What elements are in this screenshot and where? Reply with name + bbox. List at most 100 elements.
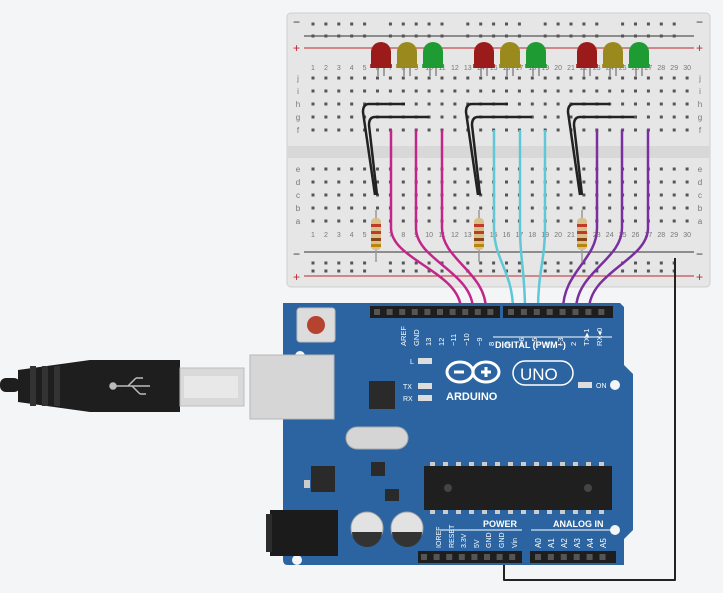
breadboard-hole[interactable] [608,89,612,93]
breadboard-hole[interactable] [659,89,663,93]
rail-hole[interactable] [556,34,560,38]
breadboard-hole[interactable] [427,219,431,223]
rail-hole[interactable] [337,269,341,273]
rail-hole[interactable] [337,34,341,38]
breadboard-hole[interactable] [582,89,586,93]
rail-hole[interactable] [621,269,625,273]
rail-hole[interactable] [634,261,637,265]
rail-hole[interactable] [672,22,676,26]
breadboard-hole[interactable] [453,167,457,171]
rail-hole[interactable] [311,22,315,26]
rail-hole[interactable] [492,34,496,38]
rail-hole[interactable] [311,269,315,273]
breadboard-hole[interactable] [324,89,328,93]
breadboard-hole[interactable] [427,167,431,171]
breadboard-hole[interactable] [672,128,676,132]
jumper-wire[interactable] [587,130,650,311]
rail-hole[interactable] [427,22,431,26]
breadboard-hole[interactable] [311,102,315,106]
breadboard-hole[interactable] [556,89,560,93]
breadboard-hole[interactable] [427,193,431,197]
breadboard-hole[interactable] [427,180,431,184]
breadboard-hole[interactable] [505,180,508,184]
rail-hole[interactable] [646,34,650,38]
rail-hole[interactable] [556,22,560,26]
breadboard-hole[interactable] [685,128,689,132]
breadboard-hole[interactable] [672,219,676,223]
rail-hole[interactable] [505,34,508,38]
breadboard-hole[interactable] [466,219,470,223]
rail-hole[interactable] [569,34,573,38]
breadboard-hole[interactable] [505,206,508,210]
breadboard-hole[interactable] [453,89,457,93]
rail-hole[interactable] [659,34,663,38]
breadboard-hole[interactable] [427,115,431,119]
rail-hole[interactable] [582,22,586,26]
breadboard-hole[interactable] [401,206,405,210]
breadboard-hole[interactable] [659,219,663,223]
breadboard-hole[interactable] [556,115,560,119]
breadboard-hole[interactable] [324,167,328,171]
breadboard-hole[interactable] [401,128,405,132]
rail-hole[interactable] [363,261,367,265]
breadboard-hole[interactable] [324,206,328,210]
jumper-wire[interactable] [389,130,463,311]
breadboard-hole[interactable] [311,167,315,171]
breadboard-hole[interactable] [634,180,637,184]
breadboard-hole[interactable] [685,219,689,223]
rail-hole[interactable] [492,261,496,265]
breadboard-hole[interactable] [311,193,315,197]
rail-hole[interactable] [517,22,521,26]
rail-hole[interactable] [401,261,405,265]
breadboard-hole[interactable] [608,193,612,197]
rail-hole[interactable] [427,261,431,265]
breadboard-hole[interactable] [376,128,379,132]
rail-hole[interactable] [337,261,341,265]
breadboard-hole[interactable] [453,115,457,119]
breadboard-hole[interactable] [530,219,534,223]
breadboard-hole[interactable] [685,206,689,210]
breadboard-hole[interactable] [401,167,405,171]
breadboard-hole[interactable] [595,76,599,80]
breadboard-hole[interactable] [685,167,689,171]
rail-hole[interactable] [543,34,547,38]
breadboard-hole[interactable] [414,89,418,93]
breadboard-hole[interactable] [401,219,405,223]
breadboard-hole[interactable] [634,76,637,80]
breadboard-hole[interactable] [453,193,457,197]
breadboard-hole[interactable] [595,89,599,93]
led-yellow[interactable] [603,42,623,68]
breadboard-hole[interactable] [569,76,573,80]
breadboard-hole[interactable] [530,167,534,171]
breadboard-hole[interactable] [324,115,328,119]
breadboard-hole[interactable] [388,76,392,80]
rail-hole[interactable] [479,34,483,38]
rail-hole[interactable] [556,269,560,273]
breadboard-hole[interactable] [492,89,496,93]
breadboard-hole[interactable] [505,89,508,93]
breadboard-hole[interactable] [582,128,586,132]
breadboard-hole[interactable] [505,76,508,80]
breadboard-hole[interactable] [569,89,573,93]
breadboard-hole[interactable] [376,89,379,93]
breadboard-hole[interactable] [440,102,444,106]
breadboard-hole[interactable] [324,102,328,106]
breadboard-hole[interactable] [530,76,534,80]
breadboard-hole[interactable] [363,76,367,80]
breadboard-hole[interactable] [479,76,483,80]
breadboard-hole[interactable] [556,167,560,171]
breadboard-hole[interactable] [621,76,625,80]
breadboard-hole[interactable] [672,89,676,93]
breadboard-hole[interactable] [376,167,379,171]
rail-hole[interactable] [350,261,354,265]
rail-hole[interactable] [466,261,470,265]
breadboard-hole[interactable] [543,102,547,106]
breadboard-hole[interactable] [672,76,676,80]
breadboard-hole[interactable] [337,128,341,132]
rail-hole[interactable] [440,34,444,38]
led-green[interactable] [423,42,443,68]
rail-hole[interactable] [621,34,625,38]
breadboard-hole[interactable] [517,102,521,106]
led-red[interactable] [371,42,391,68]
breadboard-hole[interactable] [608,206,612,210]
